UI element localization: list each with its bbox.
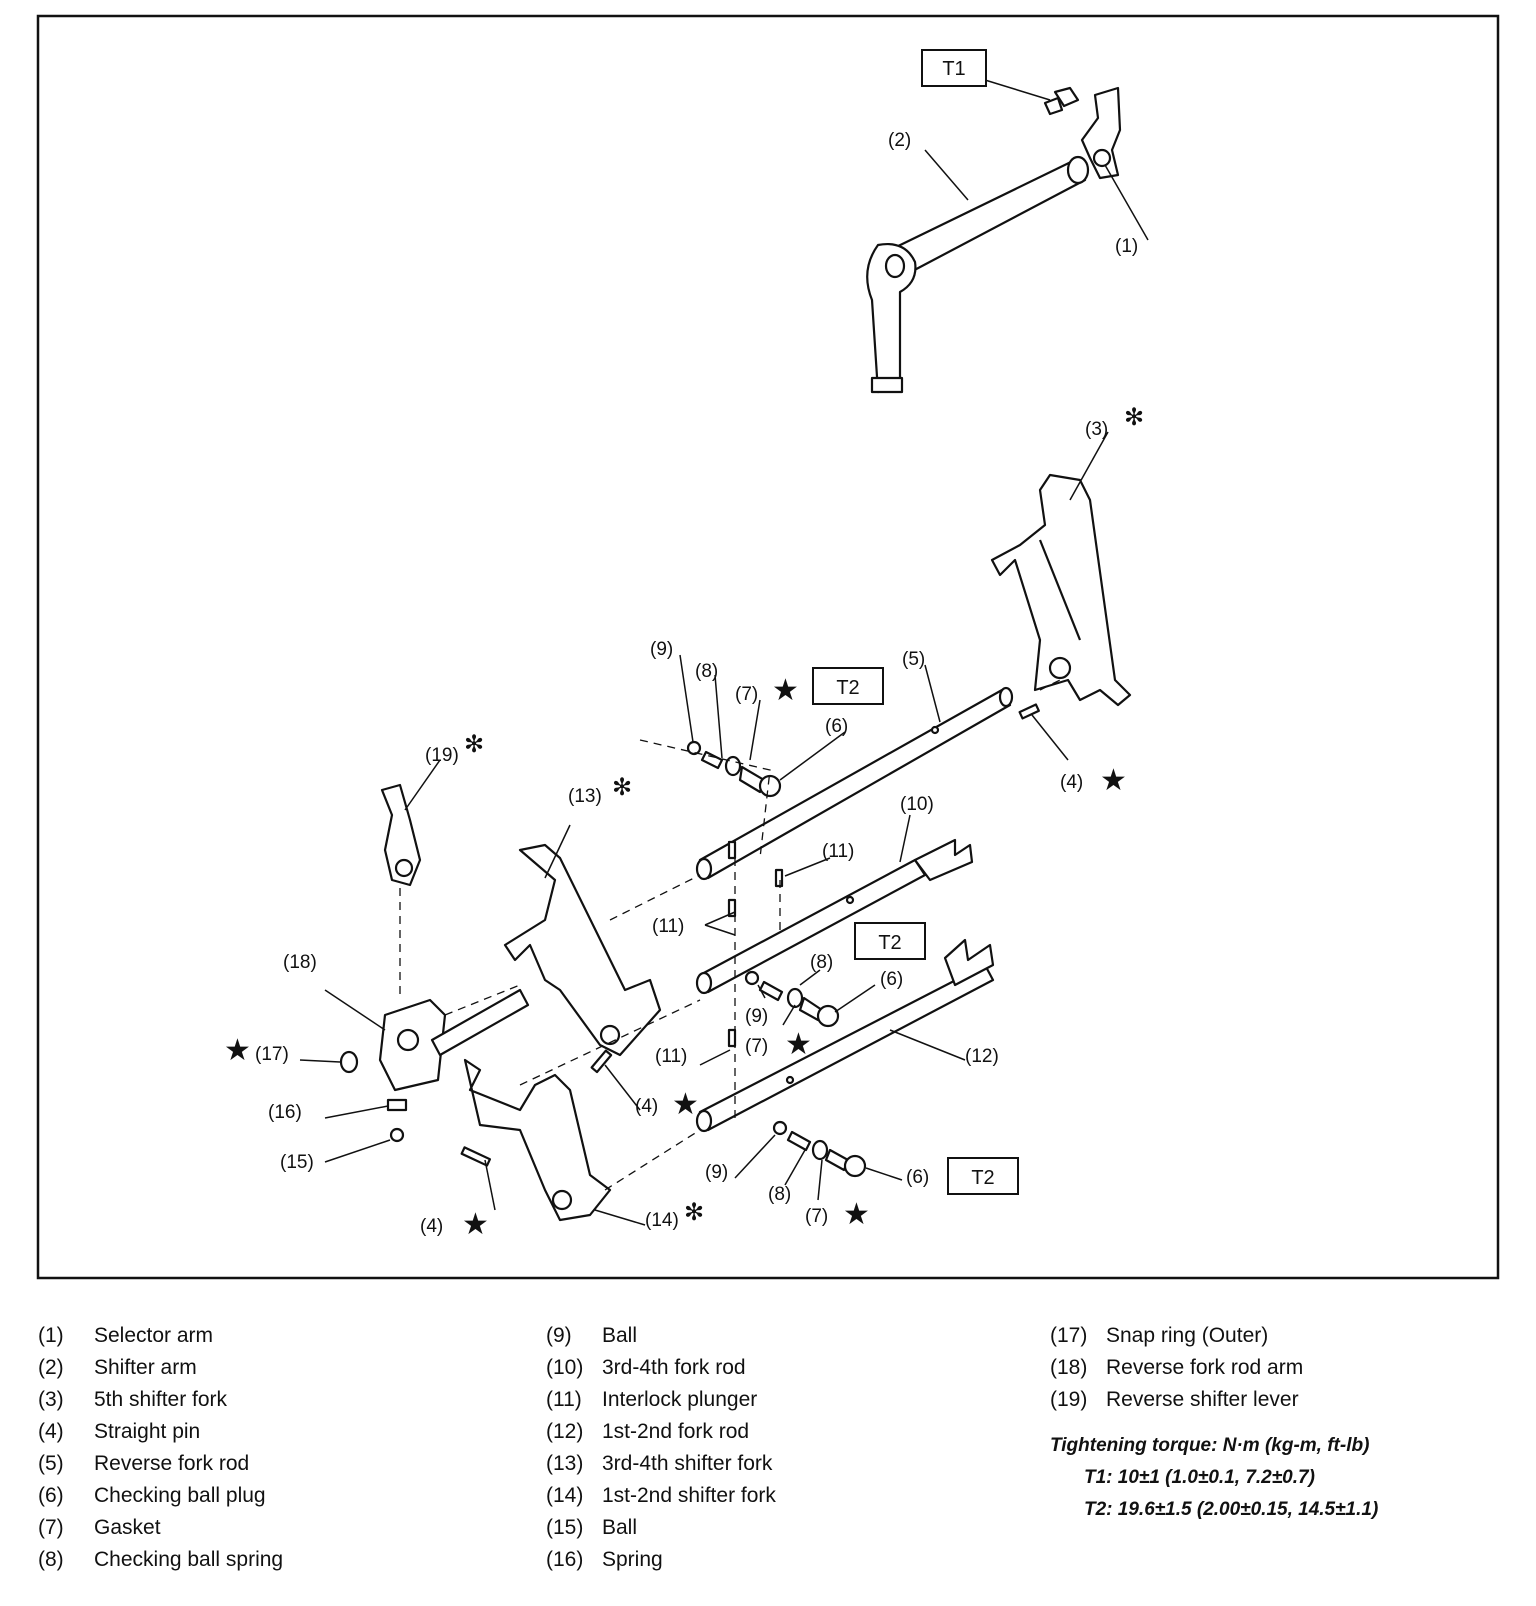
legend-item: (12)1st-2nd fork rod	[546, 1420, 750, 1443]
callout-9-upper: (9)	[650, 639, 673, 660]
legend-item: (5)Reverse fork rod	[38, 1452, 250, 1475]
callout-14: (14)	[645, 1210, 679, 1231]
torque-t1: T1: 10±1 (1.0±0.1, 7.2±0.7)	[1084, 1467, 1315, 1488]
legend-item: (13)3rd-4th shifter fork	[546, 1452, 773, 1475]
callout-5: (5)	[902, 649, 925, 670]
reverse-fork-rod-part	[695, 686, 1014, 881]
star-4-lower: ★	[462, 1207, 489, 1242]
asterisk-13: ✻	[612, 773, 632, 801]
svg-text:T2: T2	[971, 1167, 994, 1189]
callout-1: (1)	[1115, 236, 1138, 257]
leader-lines	[299, 79, 1149, 1226]
legend-column-3: (17)Snap ring (Outer) (18)Reverse fork r…	[1050, 1320, 1378, 1526]
callout-7-middle: (7)	[745, 1036, 768, 1057]
reverse-fork-rod-arm-part	[378, 988, 530, 1092]
first-second-fork-rod-part	[695, 938, 995, 1133]
svg-text:T2: T2	[878, 932, 901, 954]
legend-item: (17)Snap ring (Outer)	[1050, 1324, 1269, 1347]
legend-item: (9)Ball	[546, 1324, 638, 1347]
reverse-shifter-lever-part	[380, 783, 422, 887]
callout-7-lower: (7)	[805, 1206, 828, 1227]
diagram-canvas: T1 T2 T2 T2 (2) (1) (3) ✻ (5) (4) ★ (9) …	[36, 14, 1500, 1280]
callout-9-lower: (9)	[705, 1162, 728, 1183]
third-fourth-fork-rod-part	[695, 838, 974, 995]
callout-11-middle: (11)	[652, 916, 684, 937]
legend-column-2: (9)Ball (10)3rd-4th fork rod (11)Interlo…	[546, 1320, 776, 1576]
torque-box-t2-middle: T2	[854, 922, 926, 960]
callout-8-lower: (8)	[768, 1184, 791, 1205]
callout-8-middle: (8)	[810, 952, 833, 973]
callout-10: (10)	[900, 794, 934, 815]
exploded-view-diagram: T1 T2 T2 T2 (2) (1) (3) ✻ (5) (4) ★ (9) …	[36, 14, 1500, 1280]
callout-6-lower: (6)	[906, 1167, 929, 1188]
legend-item: (15)Ball	[546, 1516, 638, 1539]
callout-8-upper: (8)	[695, 661, 718, 682]
parts-legend: (1)Selector arm (2)Shifter arm (3)5th sh…	[0, 1300, 1536, 1606]
star-7-upper: ★	[772, 673, 799, 708]
callout-12: (12)	[965, 1046, 999, 1067]
torque-box-t2-lower: T2	[947, 1157, 1019, 1195]
callout-9-middle: (9)	[745, 1006, 768, 1027]
legend-item: (18)Reverse fork rod arm	[1050, 1356, 1304, 1379]
legend-item: (19)Reverse shifter lever	[1050, 1388, 1299, 1411]
shifter-arm-part	[866, 155, 1090, 394]
callout-2: (2)	[888, 130, 911, 151]
legend-item: (7)Gasket	[38, 1516, 161, 1539]
callout-11-upper: (11)	[822, 841, 854, 862]
callout-7-upper: (7)	[735, 684, 758, 705]
legend-item: (1)Selector arm	[38, 1324, 214, 1347]
legend-item: (11)Interlock plunger	[546, 1388, 758, 1411]
callout-4-lower: (4)	[420, 1216, 443, 1237]
callout-11-lower: (11)	[655, 1046, 687, 1067]
asterisk-14: ✻	[684, 1198, 704, 1226]
torque-title: Tightening torque: N·m (kg-m, ft-lb)	[1050, 1435, 1370, 1456]
selector-arm-part	[1053, 86, 1122, 180]
asterisk-3: ✻	[1124, 403, 1144, 431]
small-parts	[339, 96, 1064, 1178]
svg-text:T2: T2	[836, 677, 859, 699]
legend-item: (6)Checking ball plug	[38, 1484, 266, 1507]
callout-17: (17)	[255, 1044, 289, 1065]
star-4-middle: ★	[672, 1087, 699, 1122]
legend-column-1: (1)Selector arm (2)Shifter arm (3)5th sh…	[38, 1320, 283, 1576]
legend-item: (3)5th shifter fork	[38, 1388, 228, 1411]
fifth-shifter-fork-part	[990, 473, 1132, 707]
legend-item: (16)Spring	[546, 1548, 663, 1571]
callout-6-upper: (6)	[825, 716, 848, 737]
third-fourth-shifter-fork-part	[503, 843, 662, 1057]
first-second-shifter-fork-part	[463, 1058, 612, 1222]
torque-t2: T2: 19.6±1.5 (2.00±0.15, 14.5±1.1)	[1084, 1499, 1379, 1520]
star-17: ★	[224, 1033, 251, 1068]
legend-item: (4)Straight pin	[38, 1420, 201, 1443]
callout-13: (13)	[568, 786, 602, 807]
diagram-frame	[36, 14, 1500, 1280]
callout-18: (18)	[283, 952, 317, 973]
star-7-middle: ★	[785, 1027, 812, 1062]
callout-3: (3)	[1085, 419, 1108, 440]
callouts: (2) (1) (3) ✻ (5) (4) ★ (9) (8) (7) ★ (6…	[224, 130, 1144, 1242]
callout-15: (15)	[280, 1152, 314, 1173]
legend-item: (2)Shifter arm	[38, 1356, 197, 1379]
asterisk-19: ✻	[464, 730, 484, 758]
star-7-lower: ★	[843, 1197, 870, 1232]
callout-19: (19)	[425, 745, 459, 766]
torque-box-t2-upper: T2	[812, 667, 884, 705]
legend-item: (14)1st-2nd shifter fork	[546, 1484, 776, 1507]
star-4-right: ★	[1100, 763, 1127, 798]
legend-item: (8)Checking ball spring	[38, 1548, 284, 1571]
assembly-lines	[399, 679, 1061, 1191]
callout-4-right: (4)	[1060, 772, 1083, 793]
callout-16: (16)	[268, 1102, 302, 1123]
svg-text:T1: T1	[942, 58, 965, 80]
callout-4-middle: (4)	[635, 1096, 658, 1117]
callout-6-middle: (6)	[880, 969, 903, 990]
legend-item: (10)3rd-4th fork rod	[546, 1356, 746, 1379]
torque-box-t1: T1	[921, 49, 987, 87]
